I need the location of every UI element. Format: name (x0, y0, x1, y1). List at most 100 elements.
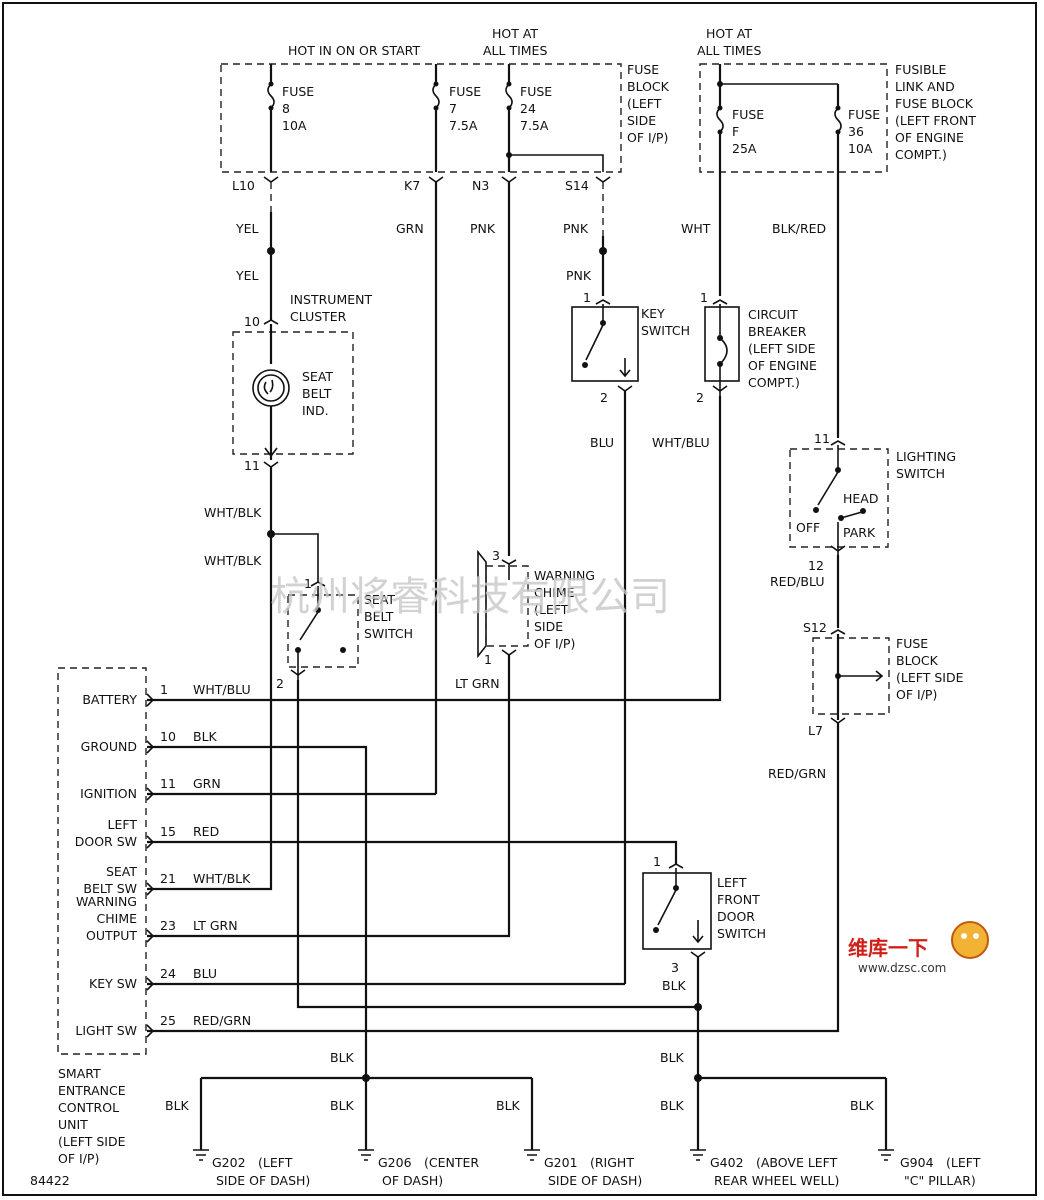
switch-label: KEY (641, 306, 665, 321)
fuse-label: FUSE (520, 84, 552, 99)
pin-number: 24 (160, 966, 176, 981)
wire-color: PNK (566, 268, 592, 283)
pin-number: 3 (492, 548, 500, 563)
ground-location: REAR WHEEL WELL) (714, 1173, 839, 1188)
pin-number: 25 (160, 1013, 176, 1028)
wire-color: WHT (681, 221, 711, 236)
left-front-door-switch: 1 (642, 854, 712, 958)
pin-number: 1 (304, 576, 312, 591)
wire-color: PNK (563, 221, 589, 236)
wire-color: RED/BLU (770, 574, 825, 589)
ground-icon (524, 1149, 540, 1161)
wire-color: GRN (193, 776, 221, 791)
pin-number: 2 (696, 390, 704, 405)
wire-color: PNK (470, 221, 496, 236)
switch-label: SWITCH (717, 926, 766, 941)
pin-number: 11 (160, 776, 176, 791)
pin-number: 11 (814, 431, 830, 446)
all-times-label: ALL TIMES (483, 43, 547, 58)
fusible-link-block (699, 63, 888, 173)
all-times-label-2: ALL TIMES (697, 43, 761, 58)
fuse-label: 36 (848, 124, 864, 139)
red-wire (147, 840, 678, 864)
pin-function-label: KEY SW (89, 976, 137, 991)
breaker-label: OF ENGINE (748, 358, 817, 373)
fuse-8 (267, 64, 275, 172)
pin-connector (146, 882, 155, 896)
fuse-36 (834, 84, 842, 172)
pin-connector (146, 787, 155, 801)
wire-color: BLK (662, 978, 687, 993)
splice (599, 247, 607, 255)
breaker-label: BREAKER (748, 324, 807, 339)
pin-number: 10 (160, 729, 176, 744)
pin-number: 1 (700, 290, 708, 305)
connector-s12: S12 (803, 620, 827, 635)
fusible-label: FUSIBLE (895, 62, 946, 77)
fuse-label: 10A (848, 141, 873, 156)
wire-color: GRN (396, 221, 424, 236)
pin-number: 1 (653, 854, 661, 869)
unit-label: (LEFT SIDE (58, 1134, 126, 1149)
ground-wire (147, 745, 368, 1150)
pin-connector (146, 740, 155, 754)
switch-label: SWITCH (896, 466, 945, 481)
pin-function-label: LIGHT SW (75, 1023, 137, 1038)
circuit-breaker: 1 (700, 290, 740, 396)
pin-function-label: OUTPUT (86, 928, 137, 943)
wire-color: BLK (660, 1050, 685, 1065)
wire-color: BLK (496, 1098, 521, 1113)
pin-number: 21 (160, 871, 176, 886)
unit-label: CONTROL (58, 1100, 119, 1115)
wire-color: RED (193, 824, 219, 839)
connector-n3: N3 (472, 178, 489, 193)
switch-label: SWITCH (364, 626, 413, 641)
splice (267, 247, 275, 255)
fuse-label: FUSE (848, 107, 880, 122)
hot-at-label: HOT AT (492, 26, 538, 41)
pin-number: 10 (244, 314, 260, 329)
wire-color: BLU (590, 435, 614, 450)
ground-icon (358, 1149, 374, 1161)
ground-icon (193, 1149, 209, 1161)
pin-number: 2 (600, 390, 608, 405)
fuse-label: 7.5A (520, 118, 549, 133)
wire-color: WHT/BLK (204, 553, 262, 568)
connector-l7: L7 (808, 723, 823, 738)
wire-color: LT GRN (193, 918, 238, 933)
ground-id: G402 (710, 1155, 744, 1170)
fusible-label: (LEFT FRONT (895, 113, 976, 128)
wire-color: BLK (330, 1050, 355, 1065)
switch-label: FRONT (717, 892, 760, 907)
chime-label: OF I/P) (534, 636, 575, 651)
fuse-label: 25A (732, 141, 757, 156)
ground-location: SIDE OF DASH) (548, 1173, 642, 1188)
fuse-label: 10A (282, 118, 307, 133)
wht-blu-wire (147, 396, 722, 702)
fusible-label: COMPT.) (895, 147, 947, 162)
connector (263, 319, 279, 325)
unit-label: OF I/P) (58, 1151, 99, 1166)
switch-label: SWITCH (641, 323, 690, 338)
breaker-label: COMPT.) (748, 375, 800, 390)
pin-number: 1 (160, 682, 168, 697)
fuse-f (716, 64, 838, 172)
breaker-label: CIRCUIT (748, 307, 798, 322)
fusible-label: FUSE BLOCK (895, 96, 974, 111)
fuse-block-label: BLOCK (627, 79, 670, 94)
fuse-block-2 (812, 637, 890, 715)
ground-id: G202 (212, 1155, 246, 1170)
switch-position-label: OFF (796, 520, 820, 535)
wire-color: WHT/BLK (193, 871, 251, 886)
lighting-switch: 11 (789, 431, 889, 555)
key-switch: 1 (571, 290, 639, 392)
wire-color: BLU (193, 966, 217, 981)
ground-wire-seatbelt (296, 680, 698, 1009)
pin-number: 1 (583, 290, 591, 305)
diagram-reference: 84422 (30, 1173, 70, 1188)
wire-color: BLK (850, 1098, 875, 1113)
connector-row (263, 176, 611, 183)
logo-url: www.dzsc.com (858, 961, 946, 975)
fuse-label: 7.5A (449, 118, 478, 133)
